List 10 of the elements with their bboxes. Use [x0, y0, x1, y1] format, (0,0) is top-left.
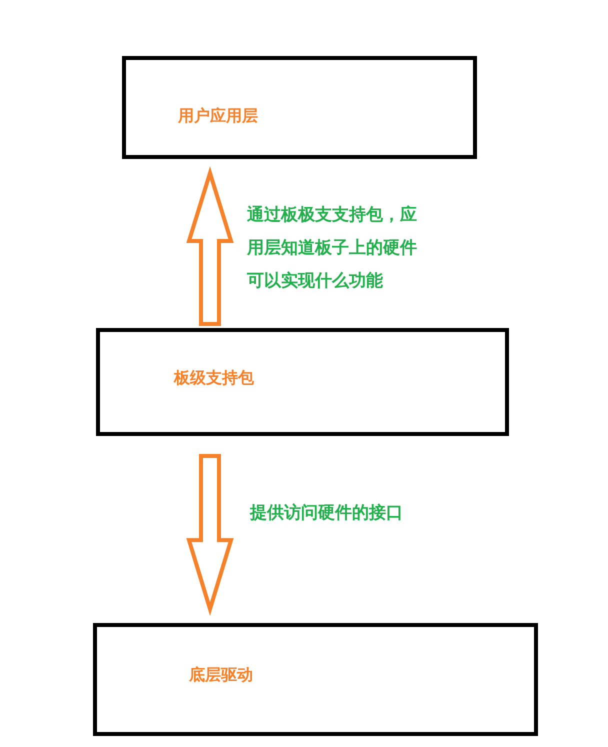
layer-title: 板级支持包 — [174, 368, 254, 389]
block-arrow — [186, 454, 234, 616]
edge-label: 提供访问硬件的接口 — [250, 502, 404, 525]
layer-box — [93, 623, 538, 736]
layer-title: 底层驱动 — [189, 665, 253, 686]
layer-box — [96, 328, 509, 436]
edge-label: 通过板极支支持包，应用层知道板子上的硬件可以实现什么功能 — [247, 204, 418, 293]
block-arrow — [186, 166, 234, 326]
layer-title: 用户应用层 — [178, 106, 258, 127]
layer-box — [122, 56, 477, 159]
